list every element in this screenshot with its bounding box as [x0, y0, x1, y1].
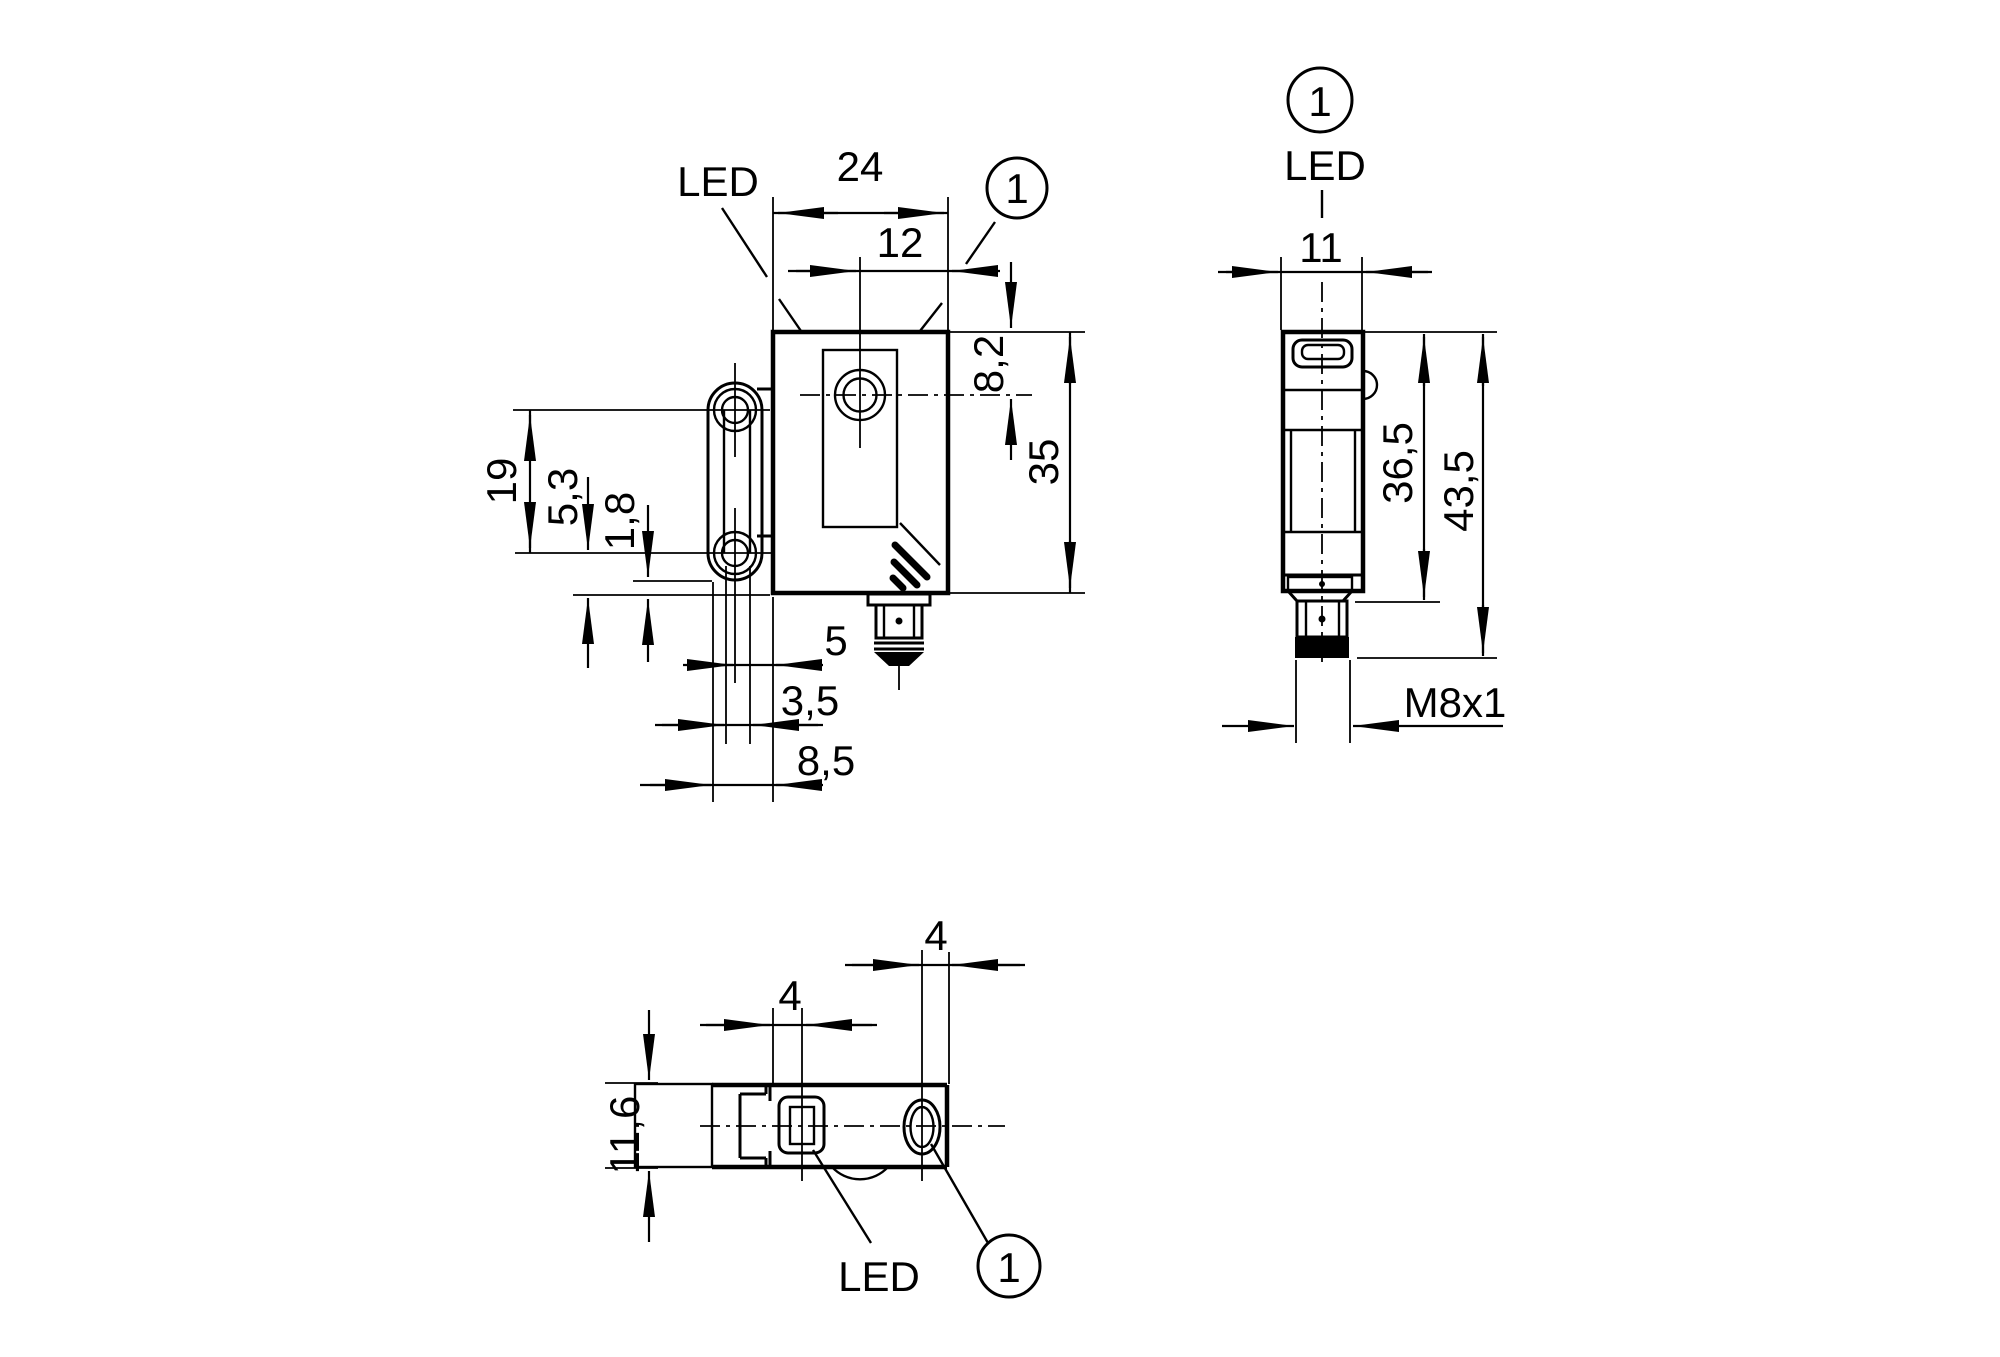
- led-label-front: LED: [677, 158, 759, 205]
- thread-label: M8x1: [1404, 679, 1507, 726]
- chamfer-mark-right: [919, 302, 943, 332]
- housing-outline-front: [770, 329, 951, 596]
- callout-1-top: 1: [929, 1143, 1042, 1299]
- connector-dot: [1319, 581, 1325, 587]
- callout-circle: [976, 1233, 1042, 1299]
- led-window-side-inner: [1300, 343, 1346, 361]
- dim-body-width-24: 24: [772, 143, 949, 330]
- bottom-extension-lines: [712, 566, 774, 802]
- housing-outline-side: [1280, 329, 1366, 594]
- connector-taper: [1341, 589, 1354, 603]
- dim-total-length-43-5: 43,5: [1357, 334, 1497, 659]
- connector-center-dot: [895, 617, 903, 625]
- dim-slot-width-3-5: 3,5: [655, 677, 839, 731]
- led-leader-front: [720, 207, 769, 278]
- dim-5-label: 5: [824, 617, 847, 664]
- connector-center-dot: [1318, 615, 1326, 623]
- dim-4-lens-label: 4: [924, 912, 947, 959]
- dim-bracket-to-bottom-1-8: 1,8: [573, 492, 770, 662]
- top-view: 4 4 11,6 LED 1: [601, 912, 1042, 1300]
- chamfer-mark-left: [778, 298, 802, 332]
- grip-hatching: [889, 522, 941, 592]
- dim-3-5-label: 3,5: [781, 677, 839, 724]
- dim-lens-offset-4: 4: [845, 912, 1025, 1084]
- front-view: LED 1 24 12 8,2: [478, 143, 1085, 802]
- led-label-side: LED: [1284, 142, 1366, 189]
- connector-thread: [1295, 637, 1349, 658]
- dim-hole-axis-to-face-5: 5: [683, 617, 848, 671]
- led-leader-top: [811, 1149, 873, 1244]
- callout-number: 1: [1308, 78, 1331, 125]
- m8-connector-front: [866, 592, 932, 690]
- dim-12-label: 12: [877, 219, 924, 266]
- hatch-line: [889, 574, 907, 592]
- hatch-line: [890, 558, 921, 589]
- connector-tip: [874, 652, 924, 666]
- callout-circle: [1286, 66, 1354, 134]
- lens-dome-side: [1362, 369, 1379, 401]
- dim-depth-11-6: 11,6: [601, 1010, 658, 1242]
- dim-lens-axis-8-2: 8,2: [950, 262, 1085, 460]
- dim-body-height-35: 35: [950, 332, 1085, 594]
- dim-11-label: 11: [1299, 224, 1343, 271]
- housing-top: [700, 950, 1005, 1181]
- callout-leader: [929, 1143, 990, 1244]
- connector-taper: [1286, 589, 1299, 603]
- dim-lens-axis-12: 12: [788, 219, 1000, 277]
- led-label-top: LED: [838, 1253, 920, 1300]
- hatch-line: [899, 522, 941, 566]
- dim-35-label: 35: [1020, 439, 1067, 486]
- callout-circle: [985, 156, 1049, 220]
- housing-front: [770, 257, 1032, 596]
- dim-43-5-label: 43,5: [1435, 450, 1482, 532]
- dim-36-5-label: 36,5: [1374, 422, 1421, 504]
- dim-24-label: 24: [837, 143, 884, 190]
- dim-body-length-36-5: 36,5: [1355, 331, 1497, 603]
- lens-dome-top: [831, 1166, 889, 1181]
- dim-led-offset-4: 4: [700, 972, 877, 1083]
- dim-1-8-label: 1,8: [596, 492, 643, 550]
- dim-5-3-label: 5,3: [539, 468, 586, 526]
- connector-nut: [874, 603, 924, 640]
- hatch-line: [891, 541, 931, 581]
- callout-1-side: 1: [1286, 66, 1354, 134]
- dim-8-5-label: 8,5: [797, 737, 855, 784]
- dim-19-label: 19: [478, 458, 525, 505]
- dim-8-2-label: 8,2: [965, 335, 1012, 393]
- m8-connector-side: [1286, 575, 1354, 658]
- callout-leader: [965, 221, 996, 265]
- dim-hole-to-bottom-5-3: 5,3: [539, 468, 594, 668]
- housing-side: [1280, 282, 1379, 668]
- callout-1-front: 1: [965, 156, 1049, 265]
- connector-collar: [1286, 575, 1354, 593]
- dim-bracket-width-8-5: 8,5: [640, 737, 855, 791]
- dim-body-depth-11: 11: [1218, 224, 1432, 330]
- dim-thread-m8x1: M8x1: [1222, 660, 1506, 743]
- callout-number: 1: [997, 1244, 1020, 1291]
- dim-4-led-label: 4: [778, 972, 801, 1019]
- side-view: 1 LED 11: [1218, 66, 1506, 743]
- mounting-bracket: [513, 363, 788, 600]
- callout-number: 1: [1005, 165, 1028, 212]
- dim-11-6-label: 11,6: [601, 1096, 648, 1175]
- dim-hole-spacing-19: 19: [478, 410, 536, 553]
